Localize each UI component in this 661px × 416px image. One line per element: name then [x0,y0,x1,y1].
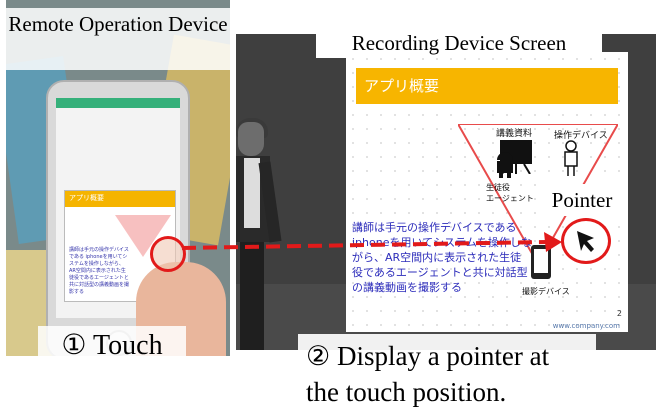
android-robot-icon [497,152,513,178]
slide-page-number: 2 [616,309,622,318]
slide-body-text: 講師は手元の操作デバイスである iphoneを用いてシステムを操作しながら、AR… [352,221,532,294]
student-agent-label: 生徒役 エージェント [486,183,534,203]
lecture-materials-label: 講義資料 [496,129,533,139]
pointer-label: Pointer [542,184,622,216]
smartphone-icon [531,245,551,279]
slide-banner: アプリ概要 [356,68,618,104]
avatar-legs [240,242,264,350]
pointer-highlight-circle [561,218,611,264]
touch-label: ① Touch [38,326,186,366]
phone-slide-body: 講師は手元の操作デバイスである iphoneを用いてシステムを操作しながら、AR… [69,247,130,295]
cursor-arrow-icon [577,231,594,252]
person-with-device-icon [564,140,578,176]
operation-device-label: 操作デバイス [554,131,608,141]
touch-point-circle [150,236,186,272]
recording-device-label: 撮影デバイス [522,287,570,296]
remote-device-label: Remote Operation Device [6,8,230,70]
slide-title: アプリ概要 [364,77,440,95]
display-pointer-label: ② Display a pointer at the touch positio… [298,334,596,412]
slide-url: www.company.com [552,322,620,330]
avatar-head [238,122,264,156]
avatar-shirt [244,158,260,228]
recording-screen-label: Recording Device Screen [316,28,602,58]
phone-app-bar [56,98,180,108]
phone-slide-title: アプリ概要 [65,191,175,207]
student-agent-avatar [236,118,296,350]
